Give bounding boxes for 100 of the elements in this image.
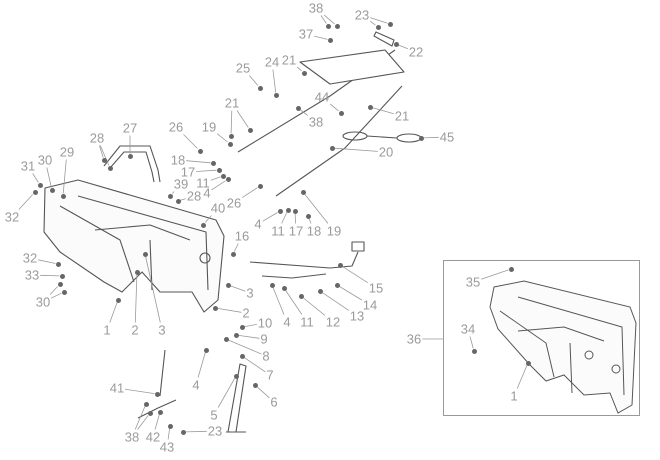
callout-number: 40 (210, 202, 226, 214)
part-marker (226, 282, 230, 288)
leader-line (230, 110, 232, 134)
leader-line (303, 298, 326, 316)
callout-number: 4 (192, 378, 200, 392)
callout-number: 21 (224, 96, 240, 110)
callout-number: 34 (460, 322, 476, 336)
part-marker (228, 134, 234, 138)
leader-line (294, 213, 296, 224)
callout-number: 19 (326, 224, 342, 238)
callout-number: 32 (4, 210, 20, 224)
leader-line (281, 212, 288, 224)
part-marker (128, 154, 132, 158)
part-marker (296, 106, 300, 110)
part-marker (330, 146, 334, 150)
callout-number: 43 (160, 440, 174, 454)
part-marker (338, 262, 342, 268)
leader-line (370, 17, 388, 24)
callout-number: 14 (362, 298, 378, 312)
callout-number: 11 (196, 176, 210, 190)
callout-number: 21 (394, 110, 410, 122)
leader-line (370, 20, 376, 26)
part-marker (56, 262, 60, 266)
callout-number: 17 (180, 166, 196, 178)
leader-line (46, 167, 52, 188)
callout-number: 38 (124, 430, 140, 444)
part-marker (108, 166, 112, 170)
leader-line (196, 170, 217, 172)
part-marker (258, 184, 262, 188)
part-marker (62, 290, 66, 294)
leader-line (217, 308, 242, 313)
leader-line (211, 180, 226, 190)
callout-number: 13 (350, 310, 364, 322)
callout-number: 4 (203, 186, 211, 200)
callout-number: 27 (122, 122, 138, 134)
part-marker (176, 198, 180, 204)
callout-number: 25 (236, 62, 250, 74)
callout-number: 33 (24, 268, 40, 282)
leader-line (218, 378, 235, 408)
part-marker (278, 208, 282, 214)
part-marker (142, 252, 148, 256)
callout-number: 44 (314, 90, 330, 104)
callout-number: 26 (226, 196, 242, 210)
leader-line (339, 286, 362, 300)
part-marker (168, 424, 172, 428)
callout-number: 39 (174, 178, 188, 190)
part-marker (180, 430, 186, 434)
callout-number: 19 (202, 120, 216, 134)
callout-number: 29 (60, 146, 74, 158)
part-marker (240, 324, 244, 330)
leader-line (314, 36, 328, 40)
leader-line (172, 191, 174, 194)
leader-line (320, 15, 327, 24)
part-marker (204, 348, 208, 352)
leader-line (244, 357, 266, 372)
part-marker (234, 332, 238, 338)
leader-line (38, 259, 56, 264)
part-marker (258, 86, 262, 90)
part-marker (148, 410, 152, 416)
part-marker (32, 190, 38, 194)
callout-number: 22 (408, 46, 424, 58)
leader-line (234, 243, 239, 252)
callout-number: 1 (510, 390, 518, 402)
part-marker (318, 288, 322, 294)
callout-number: 28 (90, 132, 104, 144)
part-marker (116, 298, 120, 302)
part-marker (212, 306, 218, 310)
leader-line (342, 266, 368, 284)
callout-number: 6 (270, 396, 278, 408)
callout-number: 4 (283, 316, 291, 328)
callout-number: 23 (208, 424, 222, 438)
part-marker (368, 104, 372, 110)
callout-number: 7 (266, 368, 274, 382)
leader-line (244, 324, 258, 327)
callout-number: 30 (38, 154, 52, 166)
part-marker (134, 270, 140, 274)
leader-line (99, 145, 104, 158)
callout-number: 10 (258, 316, 272, 330)
callout-number: 17 (288, 224, 304, 238)
part-marker (292, 208, 298, 214)
callout-number: 36 (406, 332, 422, 346)
leader-line (480, 270, 509, 280)
leader-line (300, 110, 308, 116)
callout-number: 38 (308, 2, 324, 14)
part-marker (328, 38, 332, 42)
part-marker (228, 142, 232, 146)
leader-line (516, 365, 528, 389)
leader-line (470, 336, 474, 349)
leader-line (109, 302, 118, 323)
part-marker (198, 148, 202, 154)
part-marker (302, 70, 306, 76)
leader-line (272, 287, 284, 315)
part-marker (472, 348, 476, 354)
leader-line (372, 107, 394, 114)
part-marker (220, 174, 226, 178)
part-marker (394, 42, 398, 46)
inset-frame (443, 260, 640, 416)
leader-line (322, 292, 350, 311)
callout-number: 24 (264, 56, 280, 68)
part-marker (334, 282, 340, 288)
